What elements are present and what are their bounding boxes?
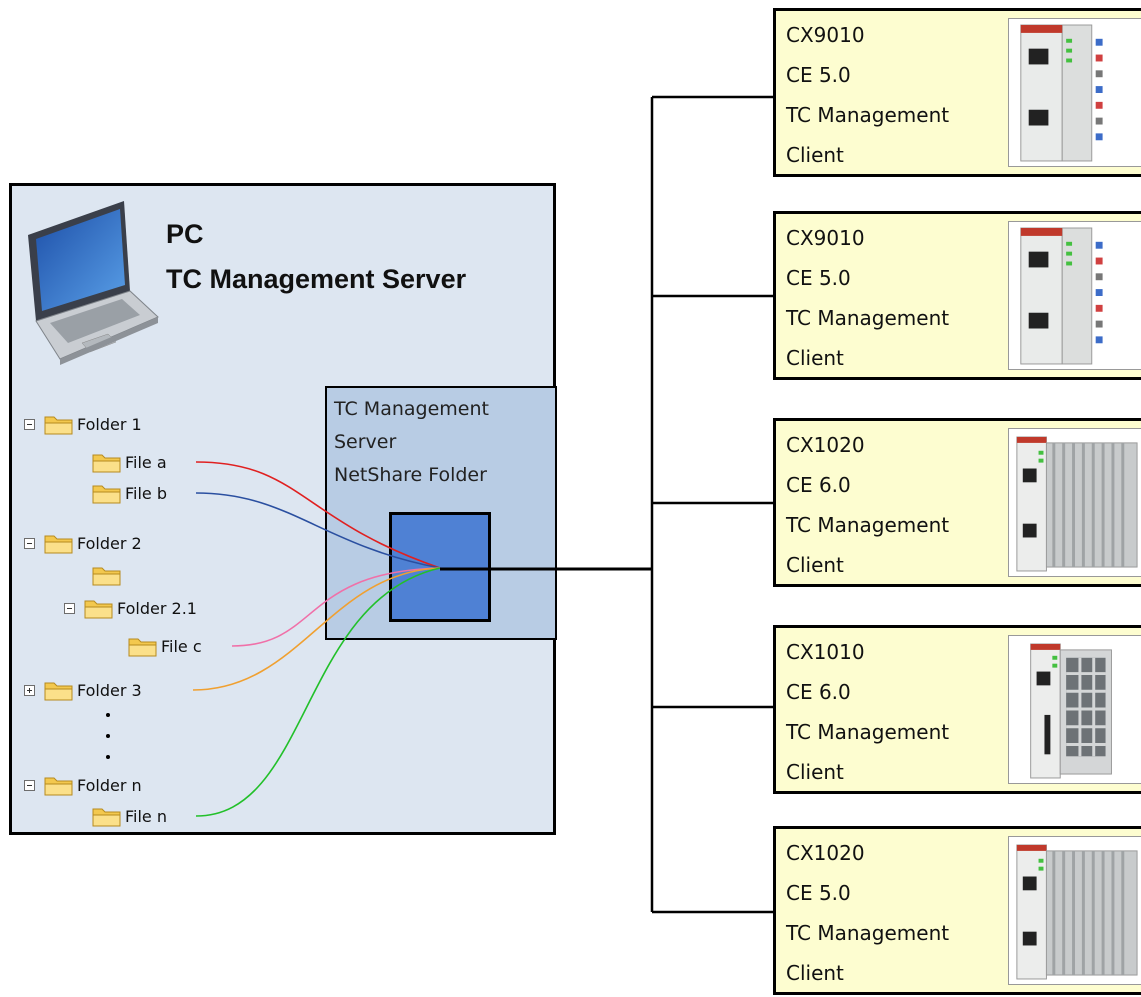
cx9010-device-icon bbox=[1008, 18, 1141, 167]
tree-item-file-n[interactable]: File n bbox=[92, 803, 167, 829]
client-box-4: CX1010 CE 6.0 TC Management Client bbox=[773, 625, 1141, 794]
client-box-2: CX9010 CE 5.0 TC Management Client bbox=[773, 211, 1141, 380]
client-role-line1: TC Management bbox=[786, 513, 950, 537]
pc-title-line1: PC bbox=[166, 219, 204, 249]
cx9010-device-icon bbox=[1008, 221, 1141, 370]
folder-icon bbox=[44, 416, 73, 435]
folder-icon bbox=[128, 638, 157, 657]
client-box-1: CX9010 CE 5.0 TC Management Client bbox=[773, 8, 1141, 177]
collapse-toggle-icon[interactable] bbox=[24, 537, 35, 549]
ellipsis-dot bbox=[106, 734, 110, 738]
cx1020-device-icon bbox=[1008, 836, 1141, 985]
client-text: CX1010 CE 6.0 TC Management Client bbox=[786, 632, 949, 792]
tree-item-label: File b bbox=[125, 483, 168, 503]
tree-item-file-b[interactable]: File b bbox=[92, 480, 167, 506]
tree-item-label: File a bbox=[125, 452, 167, 472]
client-role-line2: Client bbox=[786, 961, 844, 985]
tree-item-file-c[interactable]: File c bbox=[128, 633, 202, 659]
client-text: CX1020 CE 6.0 TC Management Client bbox=[786, 425, 949, 585]
tree-item-label: Folder 2.1 bbox=[117, 598, 197, 618]
netshare-line1: TC Management bbox=[334, 398, 489, 420]
folder-icon bbox=[44, 535, 73, 554]
tree-item-folder-3[interactable]: Folder 3 bbox=[24, 677, 142, 703]
tree-item-folder-1[interactable]: Folder 1 bbox=[24, 411, 142, 437]
folder-icon bbox=[44, 682, 73, 701]
client-model: CX1010 bbox=[786, 640, 865, 664]
client-text: CX1020 CE 5.0 TC Management Client bbox=[786, 833, 949, 993]
client-role-line1: TC Management bbox=[786, 921, 950, 945]
folder-icon bbox=[92, 485, 121, 504]
client-role-line1: TC Management bbox=[786, 306, 950, 330]
folder-icon bbox=[92, 567, 121, 586]
tree-item-label: Folder 3 bbox=[77, 680, 142, 700]
tree-item-label: File n bbox=[125, 806, 167, 826]
client-model: CX9010 bbox=[786, 23, 865, 47]
client-os: CE 5.0 bbox=[786, 881, 851, 905]
client-role-line1: TC Management bbox=[786, 720, 950, 744]
client-text: CX9010 CE 5.0 TC Management Client bbox=[786, 218, 949, 378]
client-role-line2: Client bbox=[786, 553, 844, 577]
client-os: CE 5.0 bbox=[786, 63, 851, 87]
client-role-line2: Client bbox=[786, 346, 844, 370]
client-box-3: CX1020 CE 6.0 TC Management Client bbox=[773, 418, 1141, 587]
ellipsis-dot bbox=[106, 755, 110, 759]
netshare-line3: NetShare Folder bbox=[334, 464, 487, 486]
laptop-icon bbox=[28, 201, 159, 365]
pc-title: PC TC Management Server bbox=[166, 212, 466, 302]
tree-item-folder-2-1[interactable]: Folder 2.1 bbox=[64, 595, 197, 621]
client-os: CE 6.0 bbox=[786, 680, 851, 704]
pc-title-line2: TC Management Server bbox=[166, 264, 467, 294]
collapse-toggle-icon[interactable] bbox=[24, 418, 35, 430]
netshare-folder-target bbox=[389, 512, 491, 622]
expand-toggle-icon[interactable] bbox=[24, 684, 35, 696]
client-role-line1: TC Management bbox=[786, 103, 950, 127]
folder-icon bbox=[92, 808, 121, 827]
folder-icon bbox=[92, 454, 121, 473]
tree-item-label: File c bbox=[161, 636, 202, 656]
collapse-toggle-icon[interactable] bbox=[24, 779, 35, 791]
client-os: CE 5.0 bbox=[786, 266, 851, 290]
collapse-toggle-icon[interactable] bbox=[64, 602, 75, 614]
tree-item-unnamed-folder[interactable] bbox=[92, 562, 125, 588]
client-role-line2: Client bbox=[786, 760, 844, 784]
client-os: CE 6.0 bbox=[786, 473, 851, 497]
tree-item-folder-n[interactable]: Folder n bbox=[24, 772, 142, 798]
tree-item-label: Folder 1 bbox=[77, 414, 142, 434]
ellipsis-dot bbox=[106, 713, 110, 717]
tree-item-folder-2[interactable]: Folder 2 bbox=[24, 530, 142, 556]
tree-item-file-a[interactable]: File a bbox=[92, 449, 167, 475]
client-model: CX9010 bbox=[786, 226, 865, 250]
client-role-line2: Client bbox=[786, 143, 844, 167]
client-model: CX1020 bbox=[786, 433, 865, 457]
tree-item-label: Folder 2 bbox=[77, 533, 142, 553]
folder-icon bbox=[84, 600, 113, 619]
client-model: CX1020 bbox=[786, 841, 865, 865]
tree-item-label: Folder n bbox=[77, 775, 142, 795]
cx1020-device-icon bbox=[1008, 428, 1141, 577]
client-box-5: CX1020 CE 5.0 TC Management Client bbox=[773, 826, 1141, 995]
netshare-line2: Server bbox=[334, 431, 397, 453]
netshare-folder-label: TC Management Server NetShare Folder bbox=[334, 393, 489, 492]
client-text: CX9010 CE 5.0 TC Management Client bbox=[786, 15, 949, 175]
cx1010-device-icon bbox=[1008, 635, 1141, 784]
folder-icon bbox=[44, 777, 73, 796]
